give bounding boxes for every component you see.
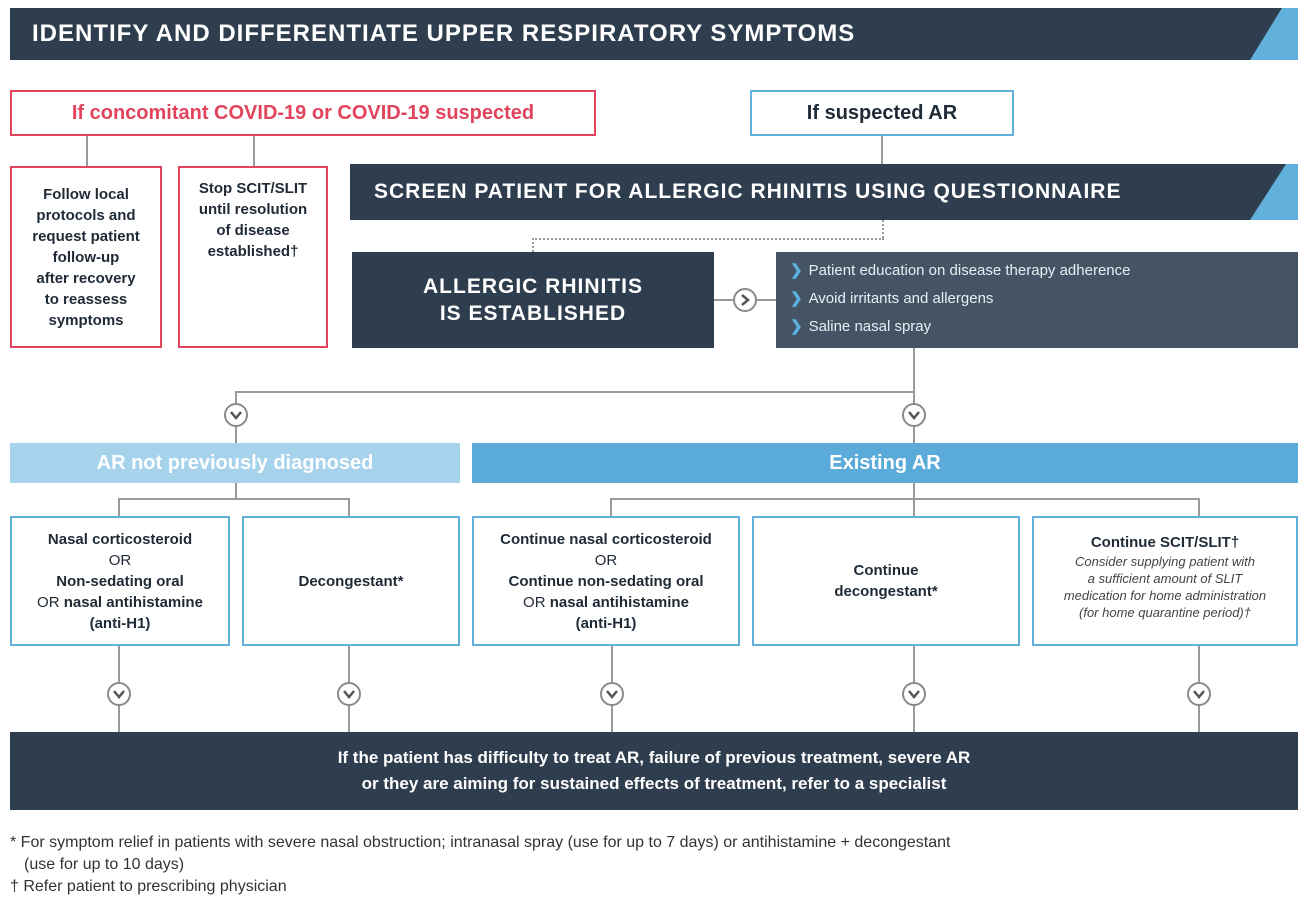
continue-scit-title: Continue SCIT/SLIT†	[1090, 534, 1240, 551]
continue-decongestant-box: Continue decongestant*	[752, 516, 1020, 646]
stop-scit-box: Stop SCIT/SLIT until resolution of disea…	[178, 166, 328, 348]
scit-note-line: medication for home administration	[1063, 588, 1267, 603]
chevron-down-icon	[107, 682, 131, 706]
bullet-text: Patient education on disease therapy adh…	[808, 261, 1131, 279]
chevron-right-icon: ❯	[790, 262, 803, 279]
not-diagnosed-title: AR not previously diagnosed	[96, 451, 374, 474]
connector	[348, 498, 350, 516]
chevron-right-icon: ❯	[790, 318, 803, 335]
treatment-line: OR nasal antihistamine	[523, 592, 689, 613]
bullet-text: Saline nasal spray	[808, 317, 932, 335]
treatment-or: OR	[523, 593, 550, 611]
screen-banner: SCREEN PATIENT FOR ALLERGIC RHINITIS USI…	[350, 164, 1298, 220]
connector	[235, 391, 915, 393]
covid-protocol-line: after recovery	[36, 269, 136, 287]
footnote-line: (use for up to 10 days)	[24, 856, 185, 873]
header-title: IDENTIFY AND DIFFERENTIATE UPPER RESPIRA…	[32, 20, 856, 47]
continue-scit-box: Continue SCIT/SLIT† Consider supplying p…	[1032, 516, 1298, 646]
chevron-down-icon	[337, 682, 361, 706]
chevron-down-icon	[224, 403, 248, 427]
connector	[913, 348, 915, 392]
existing-ar-title: Existing AR	[829, 451, 941, 474]
suspected-ar-title: If suspected AR	[806, 101, 958, 124]
ar-established-box: ALLERGIC RHINITIS IS ESTABLISHED	[352, 252, 714, 348]
existing-ar-bar: Existing AR	[472, 443, 1298, 483]
screen-accent-triangle	[1250, 164, 1298, 220]
covid-protocol-line: request patient	[32, 227, 140, 245]
chevron-right-icon	[733, 288, 757, 312]
dotted-connector	[882, 220, 884, 238]
nasal-corticosteroid-box: Nasal corticosteroid OR Non-sedating ora…	[10, 516, 230, 646]
specialist-line: If the patient has difficulty to treat A…	[337, 748, 971, 767]
chevron-down-icon	[600, 682, 624, 706]
treatment-line: Non-sedating oral	[56, 572, 184, 590]
ar-established-line: ALLERGIC RHINITIS	[423, 275, 643, 298]
decongestant-text: Decongestant*	[298, 572, 404, 590]
treatment-line: (anti-H1)	[575, 614, 637, 632]
covid-protocol-line: Follow local	[43, 185, 129, 203]
chevron-down-icon	[902, 682, 926, 706]
footnote-line: † Refer patient to prescribing physician	[10, 878, 287, 895]
footnote-line: * For symptom relief in patients with se…	[10, 834, 951, 851]
covid-protocol-line: follow-up	[52, 248, 120, 266]
bullet-item: ❯ Patient education on disease therapy a…	[790, 256, 1298, 284]
bullet-item: ❯ Saline nasal spray	[790, 312, 1298, 340]
decongestant-box: Decongestant*	[242, 516, 460, 646]
treatment-or: OR	[594, 551, 618, 569]
connector	[235, 483, 237, 499]
not-diagnosed-bar: AR not previously diagnosed	[10, 443, 460, 483]
connector	[118, 498, 120, 516]
connector	[253, 136, 255, 166]
connector	[118, 498, 350, 500]
covid-protocol-line: protocols and	[36, 206, 136, 224]
treatment-line: Nasal corticosteroid	[47, 530, 193, 548]
chevron-down-icon	[902, 403, 926, 427]
scit-note-line: (for home quarantine period)†	[1079, 605, 1251, 620]
connector	[610, 498, 612, 516]
ar-established-line: IS ESTABLISHED	[439, 302, 627, 325]
dotted-connector	[532, 238, 534, 252]
bullet-text: Avoid irritants and allergens	[808, 289, 994, 307]
specialist-banner: If the patient has difficulty to treat A…	[10, 732, 1298, 810]
header-accent-triangle	[1250, 8, 1298, 60]
treatment-line: decongestant*	[834, 583, 938, 600]
stop-scit-line: of disease	[216, 222, 290, 239]
education-panel: ❯ Patient education on disease therapy a…	[776, 252, 1298, 348]
chevron-right-icon: ❯	[790, 290, 803, 307]
treatment-or: OR	[108, 551, 132, 569]
treatment-text: nasal antihistamine	[549, 593, 689, 611]
covid-title: If concomitant COVID-19 or COVID-19 susp…	[71, 101, 535, 124]
dotted-connector	[532, 238, 884, 240]
specialist-line: or they are aiming for sustained effects…	[361, 774, 947, 793]
covid-protocol-box: Follow local protocols and request patie…	[10, 166, 162, 348]
connector	[86, 136, 88, 166]
treatment-line: OR nasal antihistamine	[37, 592, 203, 613]
stop-scit-line: Stop SCIT/SLIT	[198, 180, 308, 197]
screen-title: SCREEN PATIENT FOR ALLERGIC RHINITIS USI…	[374, 180, 1122, 203]
scit-note-line: a sufficient amount of SLIT	[1087, 571, 1243, 586]
covid-protocol-line: symptoms	[48, 311, 124, 329]
chevron-down-icon	[1187, 682, 1211, 706]
header-banner: IDENTIFY AND DIFFERENTIATE UPPER RESPIRA…	[10, 8, 1298, 60]
treatment-or: OR	[37, 593, 64, 611]
footnotes: * For symptom relief in patients with se…	[10, 832, 1298, 898]
stop-scit-line: until resolution	[198, 201, 308, 218]
connector	[610, 498, 1200, 500]
treatment-line: (anti-H1)	[89, 614, 151, 632]
treatment-line: Continue non-sedating oral	[508, 572, 704, 590]
treatment-line: Continue	[853, 562, 919, 579]
covid-protocol-line: to reassess	[44, 290, 128, 308]
scit-note-line: Consider supplying patient with	[1075, 554, 1255, 569]
connector	[1198, 498, 1200, 516]
suspected-ar-box: If suspected AR	[750, 90, 1014, 136]
connector	[881, 136, 883, 164]
stop-scit-line: established†	[207, 243, 299, 260]
continue-corticosteroid-box: Continue nasal corticosteroid OR Continu…	[472, 516, 740, 646]
treatment-line: Continue nasal corticosteroid	[500, 530, 712, 548]
bullet-item: ❯ Avoid irritants and allergens	[790, 284, 1298, 312]
covid-title-box: If concomitant COVID-19 or COVID-19 susp…	[10, 90, 596, 136]
treatment-text: nasal antihistamine	[63, 593, 203, 611]
